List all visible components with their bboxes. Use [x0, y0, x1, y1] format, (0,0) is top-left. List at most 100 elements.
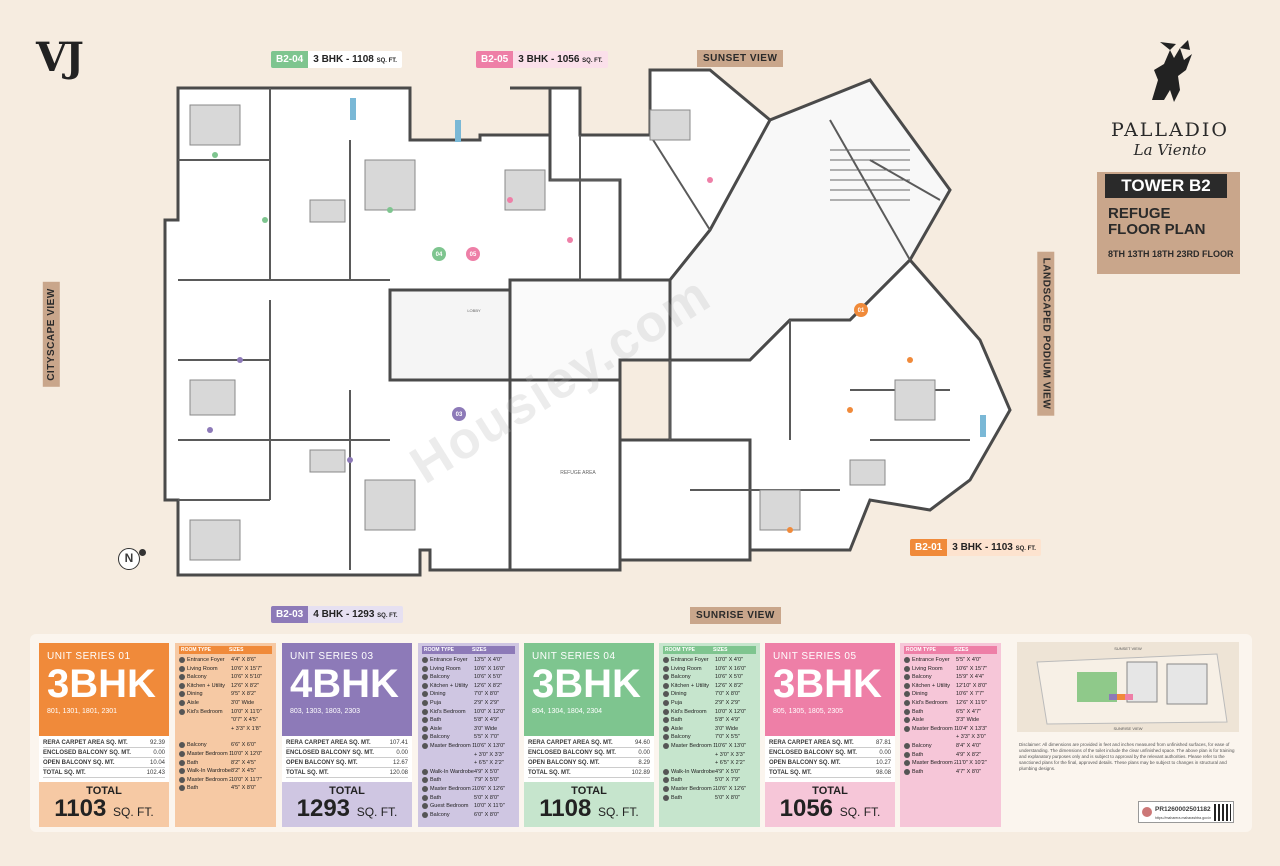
room-size: 12'10" X 8'0" — [956, 682, 988, 689]
room-size: 7'0" X 5'5" — [715, 734, 740, 741]
room-size: 3'0" Wide — [231, 699, 255, 706]
room-name: Master Bedroom 1 — [430, 742, 474, 749]
area-row: TOTAL SQ. MT.102.89 — [528, 768, 650, 778]
room-name: Bath — [187, 785, 199, 792]
room-name: Bath — [671, 794, 683, 801]
room-number-icon — [904, 717, 910, 724]
landscaped-view-label: LANDSCAPED PODIUM VIEW — [1037, 251, 1055, 416]
room-name: Master Bedroom 1 — [912, 725, 956, 732]
room-size: "0'7" X 4'5" — [231, 717, 258, 724]
room-number-icon — [663, 768, 669, 775]
brand-subtitle: La Viento — [1133, 141, 1207, 159]
room-number-icon — [179, 691, 185, 698]
room-size: 5'0" X 8'0" — [715, 794, 740, 801]
palladio-brand: PALLADIO La Viento — [1100, 40, 1240, 159]
series-total: TOTAL 1108 SQ. FT. — [524, 782, 654, 827]
room-number-icon — [422, 811, 428, 818]
room-name: Kitchen + Utility — [912, 682, 951, 689]
room-number-icon — [663, 777, 669, 784]
series-flats: 801, 1301, 1801, 2301 — [47, 708, 118, 715]
room-name: Master Bedroom 2 — [671, 785, 715, 792]
room-size: 5'8" X 4'9" — [474, 717, 499, 724]
room-number-icon — [663, 794, 669, 801]
room-row: Kitchen + Utility 12'6" X 8'2" — [663, 682, 756, 691]
room-size: 5'0" X 8'0" — [474, 794, 499, 801]
room-size: 10'6" X 12'6" — [474, 785, 506, 792]
room-number-icon — [179, 708, 185, 715]
room-name: Master Bedroom 2 — [912, 760, 956, 767]
room-size: 10'0" X 11'0" — [474, 803, 505, 810]
unit-tag-b2-03: B2-03 4 BHK - 1293 SQ. FT. — [271, 606, 403, 623]
area-row: TOTAL SQ. MT.102.43 — [43, 768, 165, 778]
room-size: 7'9" X 5'0" — [474, 777, 499, 784]
series-total: TOTAL 1103 SQ. FT. — [39, 782, 169, 827]
room-name: Bath — [671, 717, 683, 724]
room-name: Aisle — [671, 725, 683, 732]
room-size: 6'0" X 8'0" — [474, 811, 499, 818]
series-bhk: 3BHK — [773, 662, 882, 706]
floor-plan-drawing: 04 05 03 01 REFUGE AREA LOBBY — [163, 68, 1012, 577]
room-number-icon — [663, 657, 669, 663]
room-number-icon — [904, 708, 910, 715]
room-size: 4'9" X 5'0" — [474, 768, 499, 775]
room-size: 7'0" X 8'0" — [474, 691, 499, 698]
room-size: 10'6" X 5'10" — [231, 674, 263, 681]
room-size: 12'6" X 8'2" — [715, 682, 744, 689]
unit-tag-desc: 3 BHK - 1103 SQ. FT. — [947, 539, 1041, 556]
room-name: Walk-In Wardrobe — [187, 768, 231, 775]
room-number-icon — [663, 725, 669, 732]
unit-tag-b2-01: B2-01 3 BHK - 1103 SQ. FT. — [910, 539, 1041, 556]
area-row: ENCLOSED BALCONY SQ. MT.0.00 — [528, 748, 650, 758]
room-gap — [179, 733, 272, 741]
room-name: Dining — [671, 691, 687, 698]
room-number-icon — [663, 742, 669, 749]
marker-04: 04 — [436, 252, 443, 258]
marker-03: 03 — [456, 412, 463, 418]
compass-dot — [139, 549, 146, 556]
room-name: Kitchen + Utility — [430, 682, 469, 689]
room-name: Aisle — [187, 699, 199, 706]
room-name: Balcony — [430, 811, 450, 818]
rera-id: PR1260002501182 — [1155, 806, 1211, 813]
room-size: 4'5" X 8'0" — [231, 785, 256, 792]
room-name: Balcony — [430, 674, 450, 681]
room-name: Bath — [912, 768, 924, 775]
series-title: UNIT SERIES 03 — [290, 651, 374, 662]
room-name: Living Room — [430, 665, 461, 672]
series-head: UNIT SERIES 05 3BHK 805, 1305, 1805, 230… — [765, 643, 895, 736]
room-number-icon — [904, 742, 910, 749]
room-name: Kitchen + Utility — [671, 682, 710, 689]
room-size: 10'6" X 5'0" — [715, 674, 744, 681]
area-row: ENCLOSED BALCONY SQ. MT.0.00 — [43, 748, 165, 758]
room-size: 4'7" X 8'0" — [956, 768, 981, 775]
unit-tag-desc: 3 BHK - 1108 SQ. FT. — [308, 51, 402, 68]
room-number-icon — [904, 682, 910, 689]
room-name: Puja — [671, 699, 683, 706]
room-name: Dining — [187, 691, 203, 698]
room-size: 12'6" X 8'2" — [231, 682, 260, 689]
rera-badge: PR1260002501182 https://maharera.maharas… — [1138, 801, 1234, 823]
room-size: 10'6" X 16'0" — [715, 665, 747, 672]
room-name: Entrance Foyer — [912, 657, 950, 663]
vj-logo: VJ — [36, 34, 84, 81]
room-size: 4'9" X 8'2" — [956, 751, 981, 758]
room-number-icon — [663, 691, 669, 698]
room-size: 10'0" X 4'0" — [715, 657, 744, 663]
